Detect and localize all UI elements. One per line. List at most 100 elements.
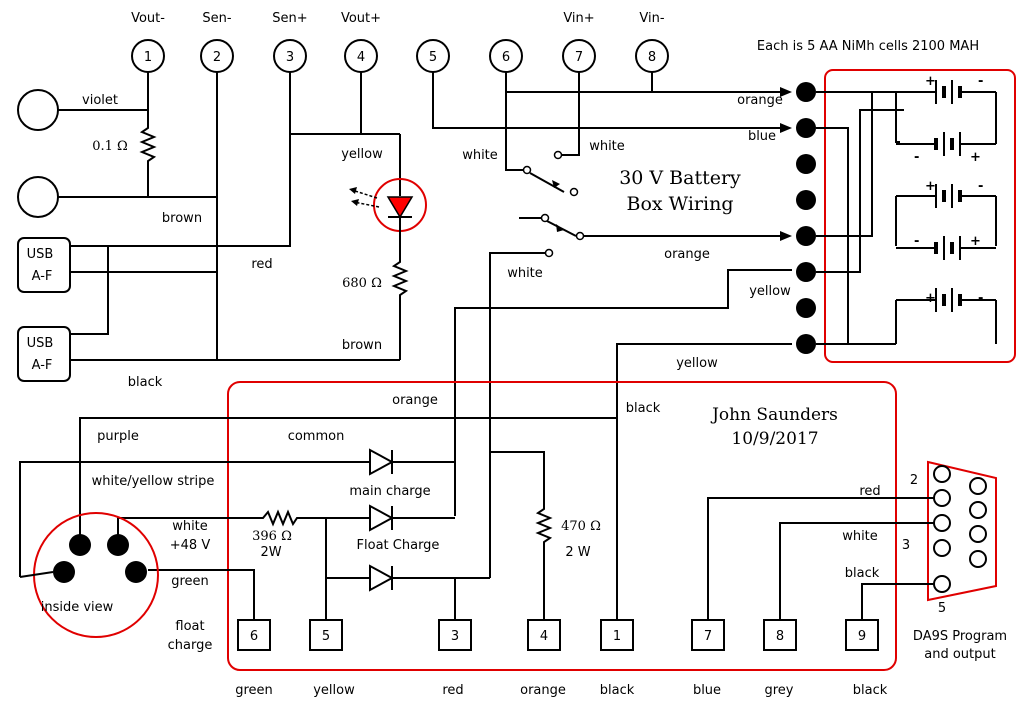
terminal-2-num: 2 [213, 50, 221, 65]
terminal-7: 7 Vin+ [562, 11, 596, 73]
battery-cell-4: - + [896, 234, 996, 260]
db9-connector: 2 3 5 DA9S Program and output [902, 460, 1007, 662]
pin-box-6: 6 green [235, 619, 273, 698]
pin-box-7-num: 7 [704, 629, 712, 644]
svg-text:-: - [978, 74, 983, 89]
pin-box-4: 4 orange [520, 619, 566, 698]
jack-bottom [17, 176, 59, 218]
terminal-3-label: Sen+ [272, 11, 307, 26]
usb1-line2: A-F [32, 269, 53, 284]
wire-label-white-sw1: white [462, 148, 498, 163]
pin-box-6-color: green [235, 683, 273, 698]
terminal-1: 1 Vout- [131, 11, 165, 73]
wire-label-purple: purple [97, 429, 139, 444]
terminal-8: 8 Vin- [635, 11, 669, 73]
terminal-2: 2 Sen- [200, 11, 234, 73]
float-resistor [260, 509, 300, 527]
wire-label-black: black [128, 375, 163, 390]
svg-text:+: + [925, 291, 936, 306]
pin-box-7-color: blue [693, 683, 721, 698]
wire-label-white-sw2: white [589, 139, 625, 154]
terminal-6-num: 6 [502, 50, 510, 65]
pin-box-1: 1 black [600, 619, 635, 698]
wire-label-brown2: brown [342, 338, 382, 353]
pin-box-3-num: 3 [451, 629, 459, 644]
pin-box-5: 5 yellow [309, 619, 355, 698]
pin-box-8-num: 8 [776, 629, 784, 644]
pin-box-9: 9 black [845, 619, 888, 698]
terminal-4-label: Vout+ [341, 11, 381, 26]
terminal-7-num: 7 [575, 50, 583, 65]
din-connector: inside view [19, 512, 159, 638]
svg-text:-: - [978, 179, 983, 194]
float-charge-label: Float Charge [357, 538, 440, 553]
battery-cell-5: + - [896, 288, 996, 312]
pin-box-1-color: black [600, 683, 635, 698]
svg-text:-: - [978, 291, 983, 306]
terminal-3: 3 Sen+ [272, 11, 308, 73]
battery-terminals [796, 82, 816, 354]
battery-cell-2: - + [896, 132, 996, 165]
pin-box-6-num: 6 [250, 629, 258, 644]
usb-connector-1: USB A-F [17, 237, 71, 293]
float-resistor-watts: 2W [260, 545, 281, 560]
wire-label-plus-48: +48 V [170, 538, 211, 553]
db9-pin5: 5 [938, 601, 946, 616]
pin-box-1-num: 1 [613, 629, 621, 644]
pin-box-8-color: grey [764, 683, 793, 698]
pin-box-5-num: 5 [322, 629, 330, 644]
usb-connector-2: USB A-F [17, 326, 71, 382]
pin-box-8: 8 grey [763, 619, 797, 698]
terminal-3-num: 3 [286, 50, 294, 65]
terminal-8-num: 8 [648, 50, 656, 65]
battery-note: Each is 5 AA NiMh cells 2100 MAH [757, 39, 979, 54]
usb2-line2: A-F [32, 358, 53, 373]
wire-label-white-db: white [842, 529, 878, 544]
svg-text:+: + [925, 74, 936, 89]
wire-label-white-yellow: white/yellow stripe [92, 474, 215, 489]
title-line1: 30 V Battery [619, 167, 741, 189]
pin-box-9-num: 9 [858, 629, 866, 644]
pin-box-9-color: black [853, 683, 888, 698]
wire-label-red-db: red [859, 484, 880, 499]
pin-box-4-num: 4 [540, 629, 548, 644]
led-resistor [391, 258, 409, 299]
pin-box-5-color: yellow [313, 683, 355, 698]
jack-top [17, 89, 59, 131]
terminal-8-label: Vin- [639, 11, 664, 26]
battery-cell-3: + - [896, 179, 996, 208]
svg-text:+: + [970, 150, 981, 165]
terminal-6: 6 [489, 39, 523, 73]
wire-label-white-sw3: white [507, 266, 543, 281]
terminal-5-num: 5 [429, 50, 437, 65]
shunt-value: 0.1 Ω [92, 139, 128, 154]
svg-text:-: - [914, 150, 919, 165]
usb1-line1: USB [27, 247, 54, 262]
pin-box-3-color: red [442, 683, 463, 698]
wire-label-violet: violet [82, 93, 118, 108]
wire-label-black-db: black [845, 566, 880, 581]
svg-text:-: - [914, 234, 919, 249]
terminal-1-num: 1 [144, 50, 152, 65]
wire-label-black-mid: black [626, 401, 661, 416]
battery-cell-1: + - [896, 74, 996, 104]
charger-box [227, 381, 897, 671]
terminal-1-label: Vout- [131, 11, 165, 26]
load-resistor-watts: 2 W [565, 545, 590, 560]
terminal-5: 5 [416, 39, 450, 73]
svg-text:+: + [925, 179, 936, 194]
terminal-2-label: Sen- [202, 11, 231, 26]
wire-label-green: green [171, 574, 209, 589]
wire-label-common: common [288, 429, 345, 444]
terminal-4-num: 4 [357, 50, 365, 65]
wire-label-red: red [251, 257, 272, 272]
pin-box-4-color: orange [520, 683, 566, 698]
wire-label-yellow-bat2: yellow [676, 356, 718, 371]
terminal-7-label: Vin+ [563, 11, 594, 26]
inside-view-label: inside view [41, 600, 114, 615]
float-label: float [175, 619, 204, 634]
battery-pack-box [824, 69, 1016, 363]
wire-label-yellow-top: yellow [341, 147, 383, 162]
shunt-resistor [139, 125, 157, 165]
